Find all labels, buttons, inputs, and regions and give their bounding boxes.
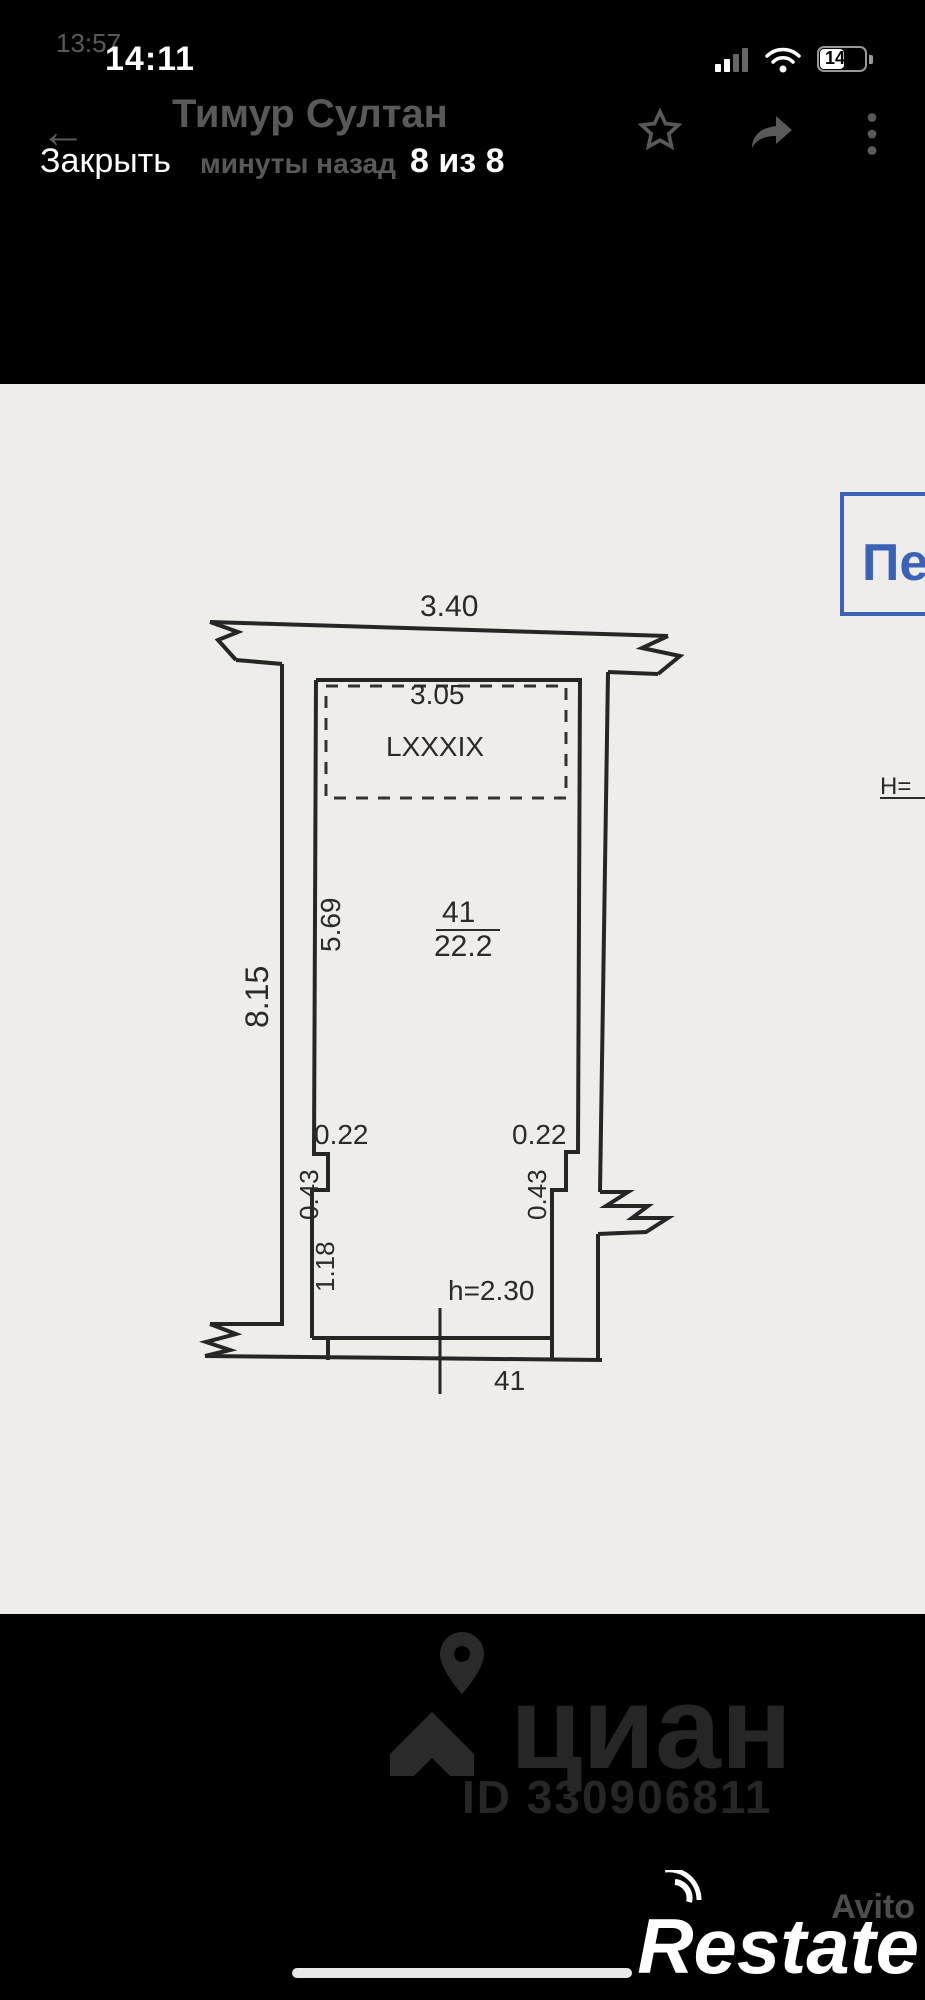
cian-listing-id: ID 330906811 <box>462 1771 773 1823</box>
restate-wave-icon <box>665 1870 702 1903</box>
dim-right-niche-width: 0.22 <box>512 1119 567 1150</box>
avito-watermark: Avito <box>831 1888 915 1926</box>
status-indicators: 14 <box>715 42 875 78</box>
dim-inner-length: 5.69 <box>315 898 346 953</box>
cian-pin-icon <box>440 1632 484 1694</box>
dim-left-niche-width: 0.22 <box>314 1119 369 1150</box>
wifi-icon <box>765 47 801 73</box>
floor-plan-drawing: Пе H= <box>199 492 925 1396</box>
room-area: 22.2 <box>434 930 492 963</box>
ghost-status-time: 13:57 <box>56 28 122 58</box>
cian-house-icon <box>390 1712 474 1776</box>
ceiling-height: h=2.30 <box>448 1275 534 1306</box>
ghost-star-icon <box>638 108 682 151</box>
stamp-text: Пе <box>862 534 925 592</box>
dim-lower-segment: 1.18 <box>310 1241 340 1292</box>
dashed-alcove <box>324 684 568 800</box>
ghost-sent-ago: минуты назад <box>200 148 396 179</box>
room-code: LXXXIX <box>386 731 484 762</box>
battery-level: 14 <box>825 48 846 68</box>
ghost-more-icon <box>867 113 877 155</box>
battery-icon: 14 <box>817 46 875 74</box>
status-time: 14:11 <box>105 40 196 78</box>
ghost-forward-icon <box>752 116 792 148</box>
room-number: 41 <box>442 896 475 929</box>
cian-watermark <box>390 1632 484 1776</box>
floor-plan-photo[interactable]: Пе H= <box>0 384 925 1614</box>
restate-watermark: Restate <box>637 1902 919 1990</box>
dim-left-niche-depth: 0.43 <box>294 1169 324 1220</box>
photo-counter: 8 из 8 <box>410 142 505 180</box>
side-text: H= <box>880 773 911 800</box>
cian-word: циан <box>510 1662 792 1794</box>
dim-right-niche-depth: 0.43 <box>522 1169 552 1220</box>
home-indicator[interactable] <box>292 1968 632 1978</box>
ghost-back-arrow-icon: ← <box>40 105 86 157</box>
dim-top-width: 3.40 <box>420 590 478 623</box>
ghost-sender-name: Тимур Султан <box>172 92 448 136</box>
dim-left-length: 8.15 <box>239 966 275 1028</box>
dim-inner-width: 3.05 <box>410 679 465 710</box>
wall-outline <box>199 620 685 1394</box>
signal-icon <box>715 48 748 72</box>
stamp: Пе <box>840 492 925 616</box>
close-button[interactable]: Закрыть <box>40 142 171 180</box>
door-label: 41 <box>494 1365 525 1396</box>
